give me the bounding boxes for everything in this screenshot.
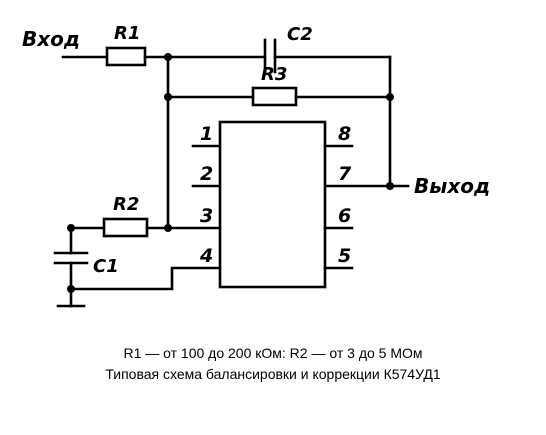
junction-dot-c1	[67, 224, 75, 232]
pin-number-7: 7	[338, 163, 352, 185]
ic-k574ud1-body	[218, 120, 327, 289]
pin-number-1: 1	[200, 123, 213, 145]
junction-dot-r3-left	[164, 93, 172, 101]
pin-number-8: 8	[338, 123, 351, 145]
junction-dot-r3-right	[386, 93, 394, 101]
pin-number-5: 5	[338, 245, 351, 267]
r3-label: R3	[261, 64, 287, 85]
junction-dot-input	[164, 53, 172, 61]
r2-label: R2	[113, 194, 139, 215]
c1-label: C1	[93, 256, 119, 277]
resistor-r3	[251, 86, 298, 107]
c2-label: C2	[287, 24, 313, 45]
pin-number-3: 3	[200, 205, 213, 227]
resistor-r1	[105, 46, 147, 67]
r1-label: R1	[114, 23, 140, 44]
pin-number-4: 4	[199, 245, 213, 267]
input-label: Вход	[22, 27, 80, 51]
pin-number-6: 6	[338, 205, 351, 227]
output-label: Выход	[414, 174, 490, 198]
pin4-wire	[69, 266, 222, 291]
junction-dot-ground	[67, 285, 75, 293]
resistor-r2	[102, 217, 149, 238]
junction-dot-output	[386, 182, 394, 190]
junction-dot-pin3	[164, 224, 172, 232]
caption-resistor-values: R1 — от 100 до 200 кОм: R2 — от 3 до 5 М…	[123, 345, 423, 361]
caption-title: Типовая схема балансировки и коррекции К…	[105, 366, 441, 382]
pin-number-2: 2	[200, 163, 213, 185]
